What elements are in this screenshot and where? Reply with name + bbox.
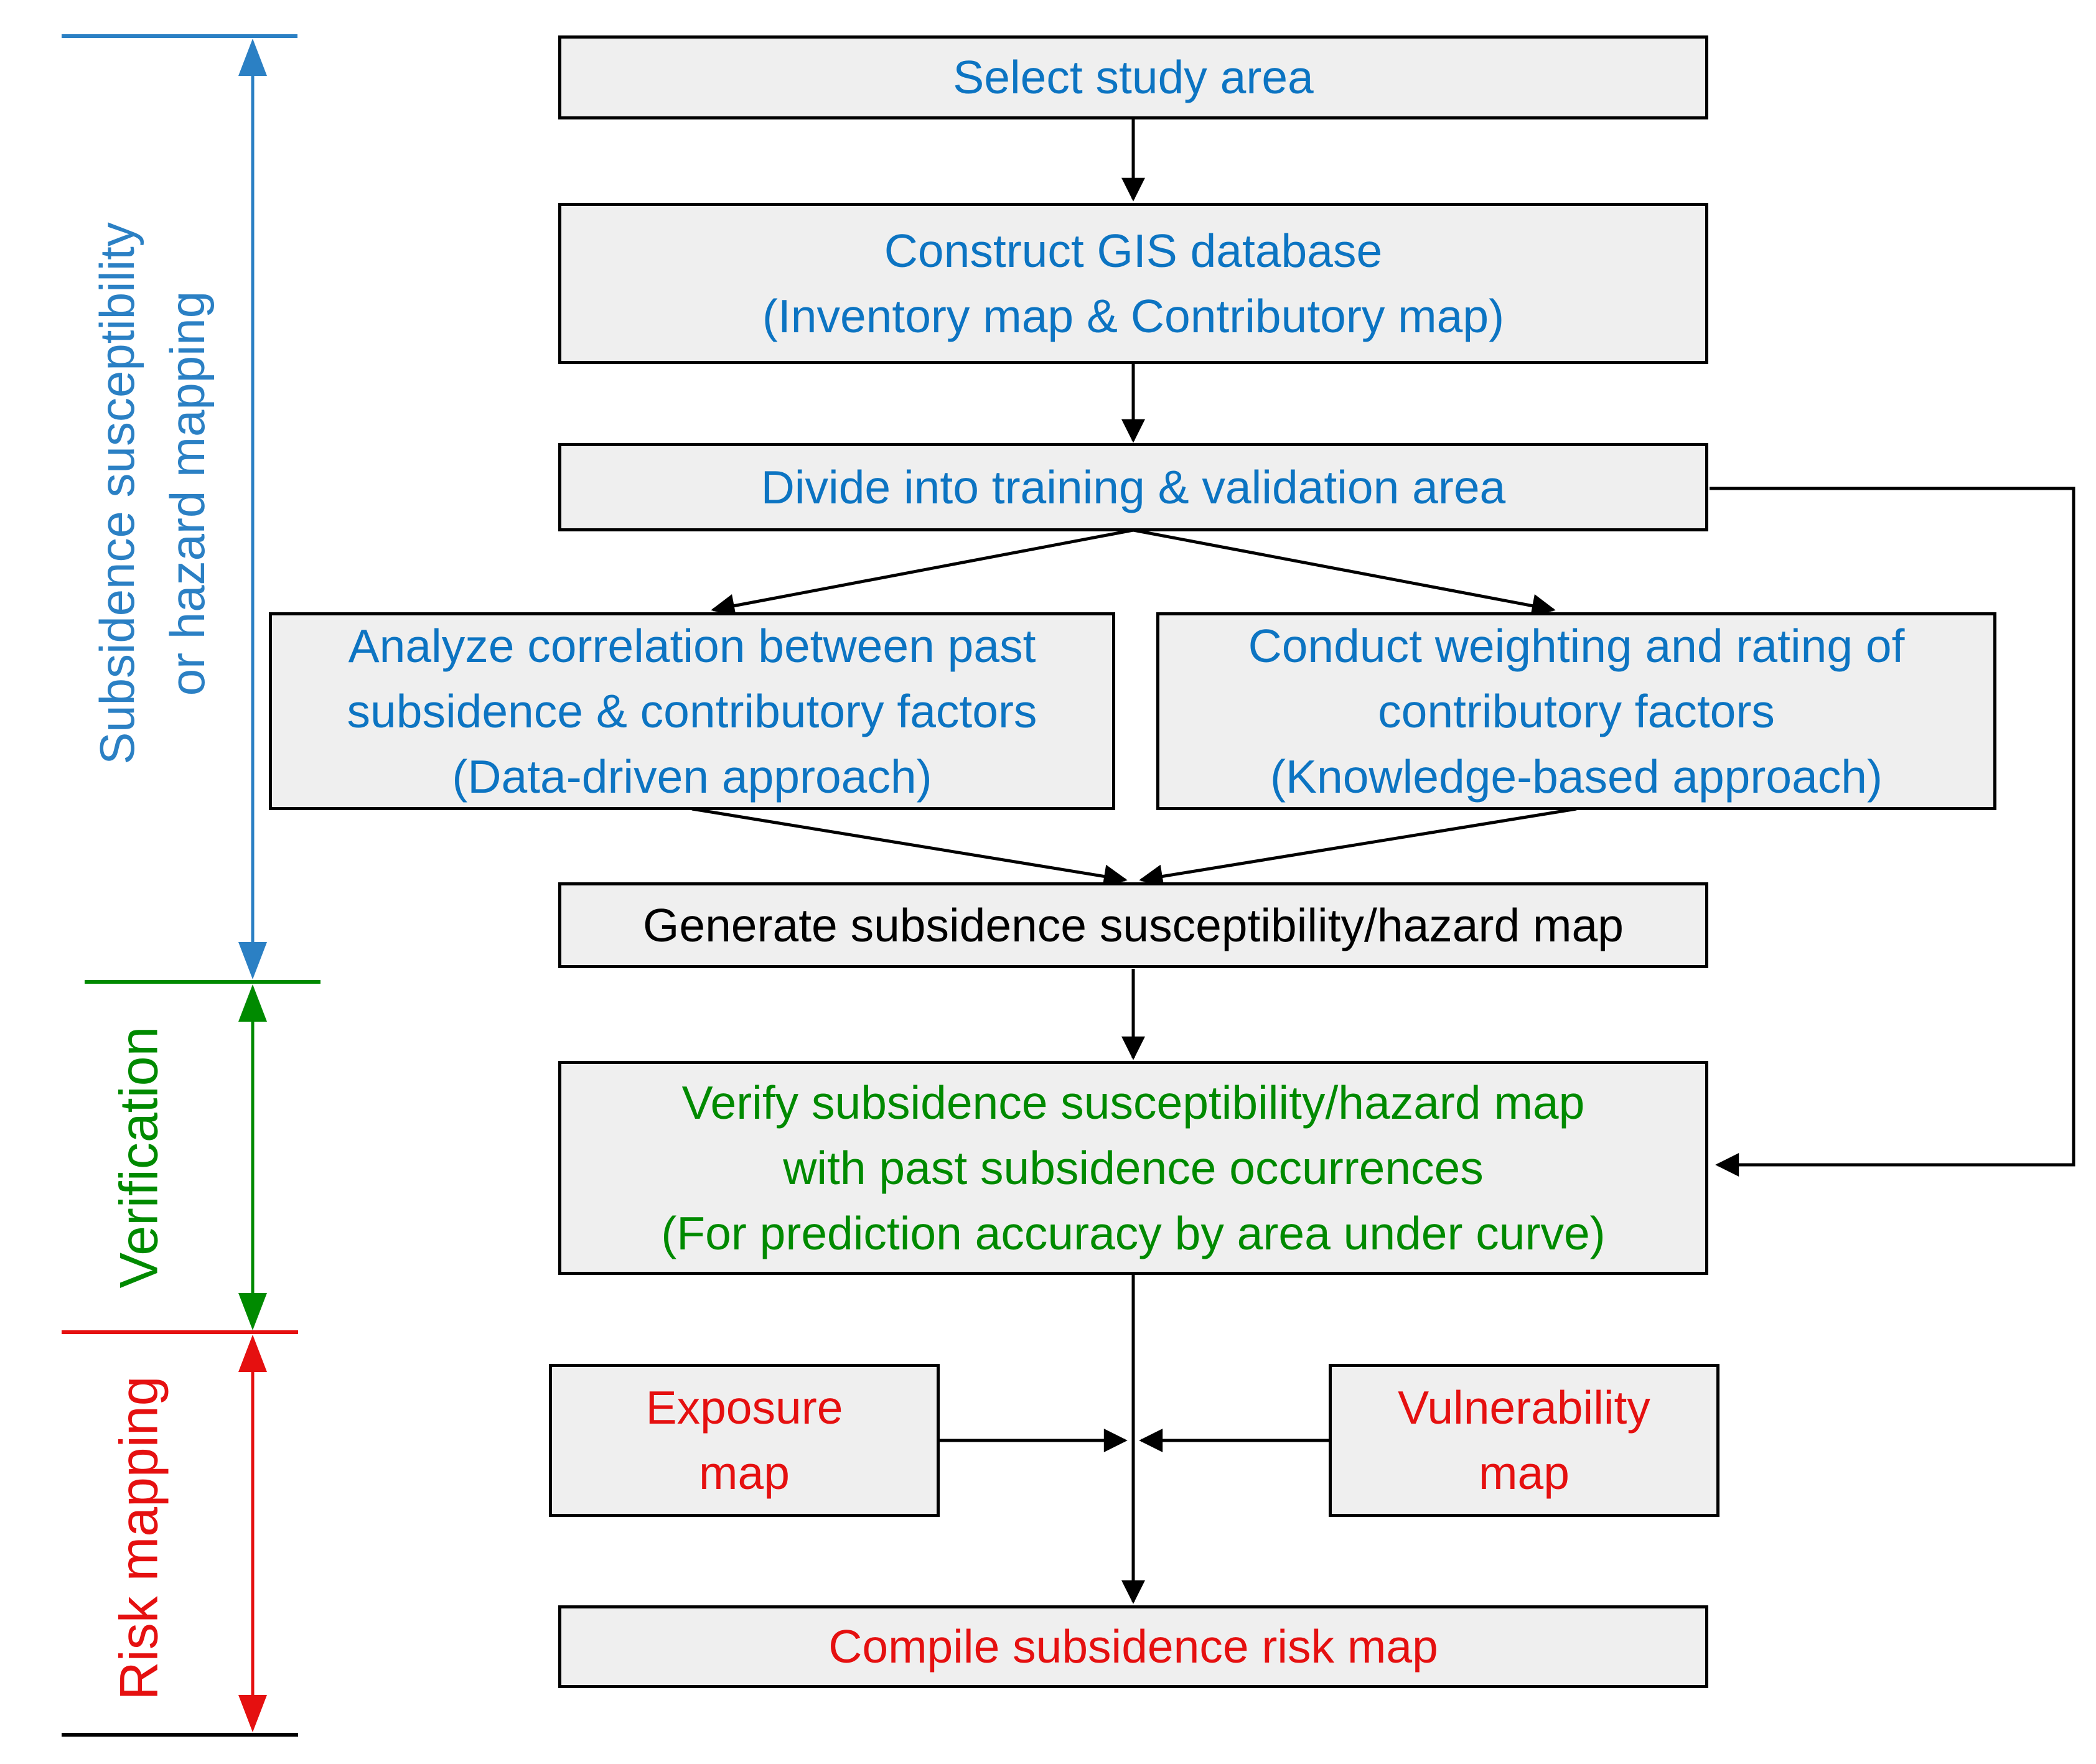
box-select-study-area: Select study area xyxy=(558,35,1708,119)
box-generate-susceptibility-map: Generate subsidence susceptibility/hazar… xyxy=(558,882,1708,968)
sidebar-risk-arrowhead-down xyxy=(238,1695,267,1732)
arrow-analyze-to-generate xyxy=(691,807,1128,889)
arrow-divide-to-conduct xyxy=(1133,528,1556,618)
sidebar-risk-arrowhead-up xyxy=(238,1335,267,1372)
arrow-conduct-to-generate xyxy=(1139,807,1577,889)
box-divide-training-validation: Divide into training & validation area xyxy=(558,443,1708,531)
box-conduct-weighting-rating: Conduct weighting and rating of contribu… xyxy=(1156,612,1996,810)
arrow-divide-to-verify-feedback xyxy=(1710,487,2075,1177)
box-construct-gis-database: Construct GIS database (Inventory map & … xyxy=(558,203,1708,364)
sidebar-verification-arrowhead-down xyxy=(238,1293,267,1330)
box-vulnerability-map: Vulnerability map xyxy=(1329,1364,1719,1517)
sidebar-verification-arrowhead-up xyxy=(238,984,267,1022)
box-analyze-correlation: Analyze correlation between past subside… xyxy=(269,612,1115,810)
sidebar-susceptibility-arrowhead-up xyxy=(238,39,267,76)
sidebar-label-susceptibility: Subsidence susceptibility or hazard mapp… xyxy=(89,222,215,765)
sidebar-label-verification: Verification xyxy=(109,1026,169,1289)
sidebar-label-risk-mapping: Risk mapping xyxy=(109,1376,169,1701)
box-verify-susceptibility-map: Verify subsidence susceptibility/hazard … xyxy=(558,1061,1708,1275)
arrow-divide-to-analyze xyxy=(711,528,1134,618)
box-exposure-map: Exposure map xyxy=(549,1364,940,1517)
box-compile-risk-map: Compile subsidence risk map xyxy=(558,1605,1708,1688)
sidebar-susceptibility-arrowhead-down xyxy=(238,942,267,979)
